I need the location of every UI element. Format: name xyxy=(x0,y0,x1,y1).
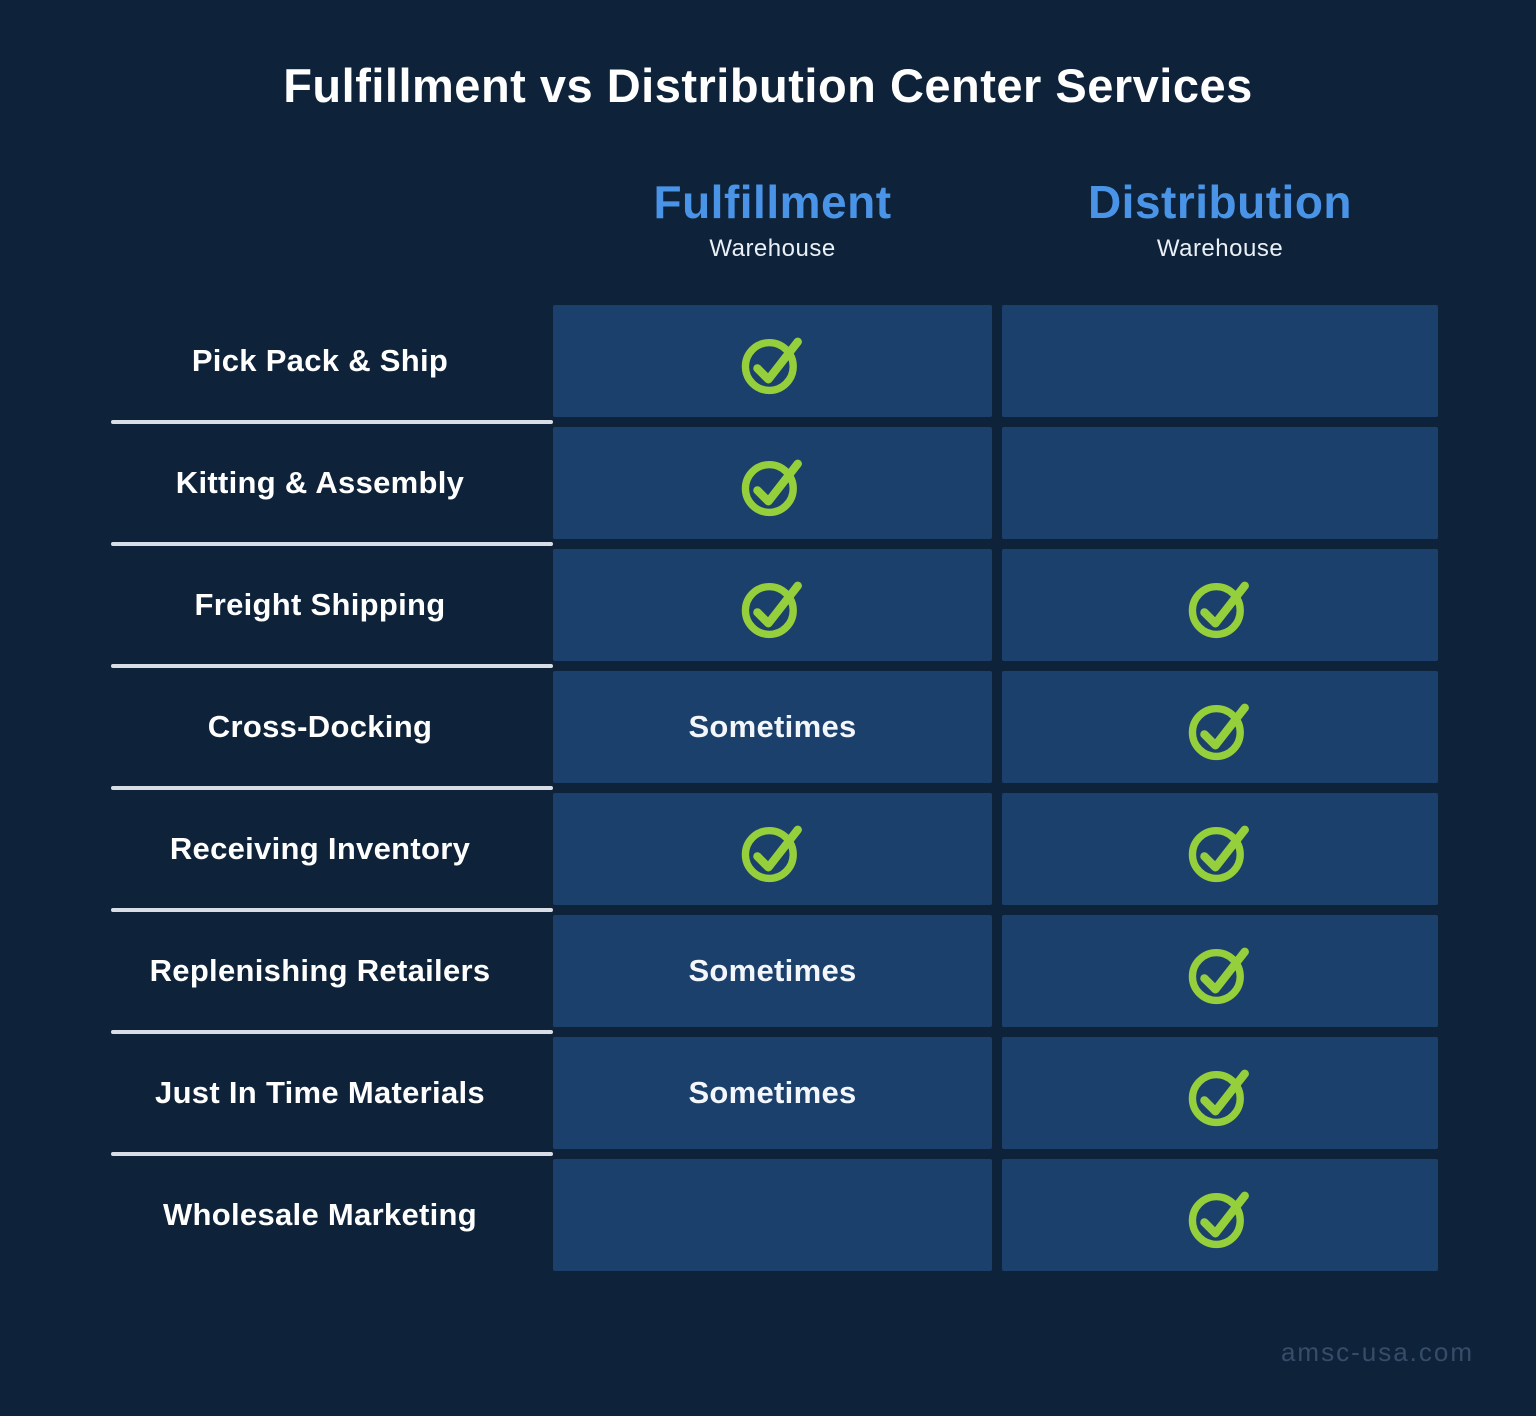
column-header-distribution: Distribution Warehouse xyxy=(1002,175,1438,263)
row-label: Kitting & Assembly xyxy=(97,427,553,546)
fulfillment-cell: Sometimes xyxy=(553,915,992,1027)
fulfillment-cell xyxy=(553,305,992,417)
fulfillment-cell xyxy=(553,549,992,661)
check-circle-icon xyxy=(1186,935,1254,1007)
row-label: Pick Pack & Ship xyxy=(97,305,553,424)
row-separator xyxy=(111,664,553,668)
fulfillment-cell xyxy=(553,427,992,539)
check-circle-icon xyxy=(1186,813,1254,885)
distribution-cell xyxy=(1002,1159,1438,1271)
row-label-text: Cross-Docking xyxy=(207,709,433,744)
row-label: Freight Shipping xyxy=(97,549,553,668)
fulfillment-cell xyxy=(553,793,992,905)
row-label-text: Kitting & Assembly xyxy=(175,465,465,500)
row-label: Replenishing Retailers xyxy=(97,915,553,1034)
row-label-text: Freight Shipping xyxy=(194,587,446,622)
fulfillment-cell xyxy=(553,1159,992,1271)
check-circle-icon xyxy=(739,325,807,397)
column-title: Distribution xyxy=(1087,176,1353,228)
row-separator xyxy=(111,1030,553,1034)
row-separator xyxy=(111,786,553,790)
distribution-cell xyxy=(1002,305,1438,417)
header-spacer xyxy=(97,175,543,263)
row-label-text: Receiving Inventory xyxy=(169,831,471,866)
column-subtitle: Warehouse xyxy=(1156,235,1284,262)
row-separator xyxy=(111,420,553,424)
fulfillment-cell: Sometimes xyxy=(553,671,992,783)
row-separator xyxy=(111,542,553,546)
check-circle-icon xyxy=(739,447,807,519)
row-label: Just In Time Materials xyxy=(97,1037,553,1156)
row-separator xyxy=(111,908,553,912)
fulfillment-cell: Sometimes xyxy=(553,1037,992,1149)
distribution-cell xyxy=(1002,549,1438,661)
check-circle-icon xyxy=(739,569,807,641)
comparison-table: Fulfillment Warehouse Distribution Wareh… xyxy=(97,175,1438,1271)
distribution-cell xyxy=(1002,1037,1438,1149)
row-label-text: Replenishing Retailers xyxy=(149,953,491,988)
distribution-cell xyxy=(1002,427,1438,539)
distribution-cell xyxy=(1002,915,1438,1027)
table-header-row: Fulfillment Warehouse Distribution Wareh… xyxy=(97,175,1438,263)
column-header-fulfillment: Fulfillment Warehouse xyxy=(553,175,992,263)
row-label: Wholesale Marketing xyxy=(97,1159,543,1271)
check-circle-icon xyxy=(1186,1179,1254,1251)
row-label: Receiving Inventory xyxy=(97,793,553,912)
check-circle-icon xyxy=(1186,691,1254,763)
row-label-text: Pick Pack & Ship xyxy=(191,343,449,378)
sometimes-text: Sometimes xyxy=(688,709,857,744)
row-separator xyxy=(111,1152,553,1156)
column-subtitle: Warehouse xyxy=(709,235,836,262)
sometimes-text: Sometimes xyxy=(688,1075,857,1110)
row-label: Cross-Docking xyxy=(97,671,553,790)
check-circle-icon xyxy=(1186,1057,1254,1129)
check-circle-icon xyxy=(1186,569,1254,641)
distribution-cell xyxy=(1002,793,1438,905)
row-label-text: Just In Time Materials xyxy=(155,1075,485,1110)
sometimes-text: Sometimes xyxy=(688,953,857,988)
check-circle-icon xyxy=(739,813,807,885)
distribution-cell xyxy=(1002,671,1438,783)
watermark: amsc-usa.com xyxy=(1280,1337,1474,1367)
page-title: Fulfillment vs Distribution Center Servi… xyxy=(283,59,1253,112)
comparison-table-body: Pick Pack & Ship Kitting & Assembly Frei… xyxy=(97,305,1438,1271)
row-label-text: Wholesale Marketing xyxy=(162,1197,478,1232)
column-title: Fulfillment xyxy=(653,176,892,228)
